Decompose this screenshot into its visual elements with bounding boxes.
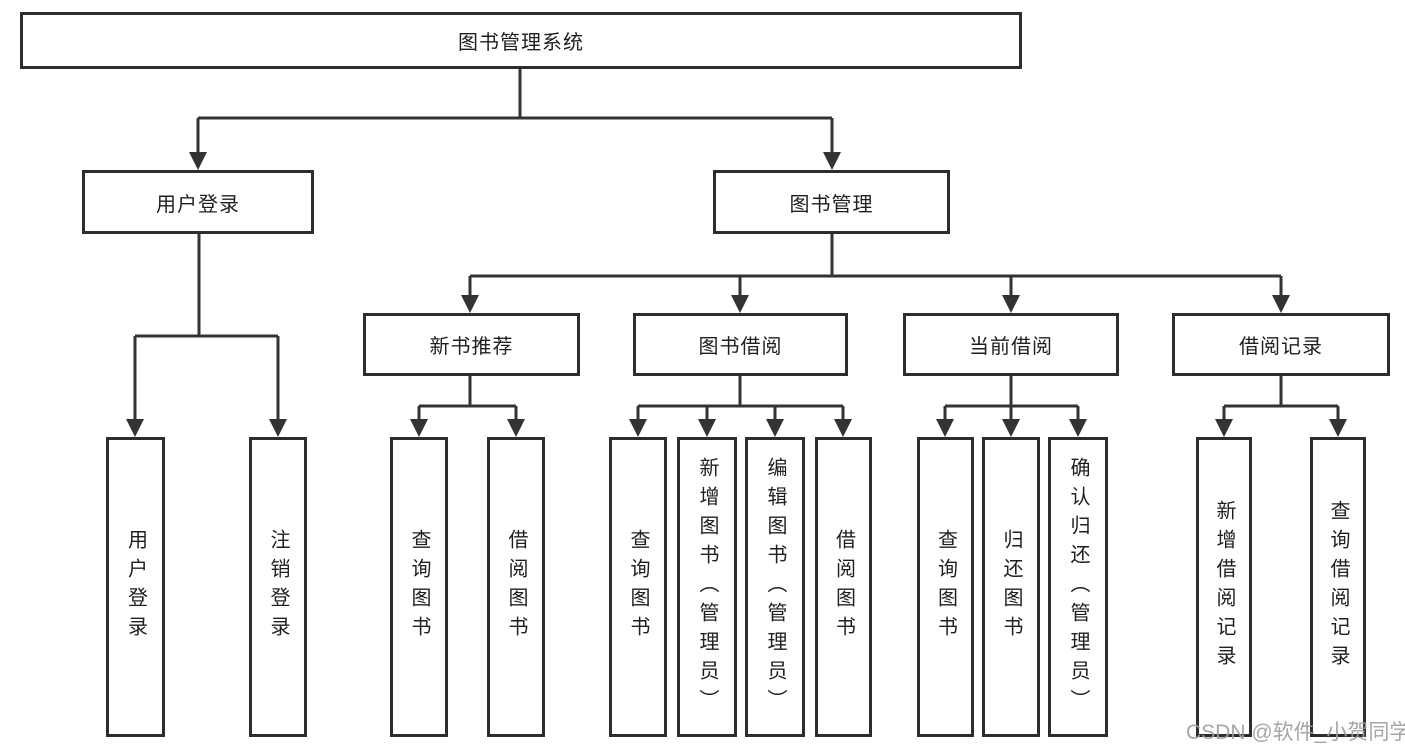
leaf-query-books-current: 查询图书: [917, 437, 974, 737]
leaf-borrow-books-borrowing: 借阅图书: [815, 437, 872, 737]
leaf-user-login: 用户登录: [106, 437, 165, 737]
leaf-label: 确认归还（管理员）: [1067, 456, 1089, 718]
leaf-label: 新增借阅记录: [1213, 500, 1235, 674]
leaf-label: 查询图书: [934, 529, 957, 645]
node-label: 图书管理: [789, 193, 874, 216]
leaf-borrow-books-recommend: 借阅图书: [487, 437, 545, 737]
leaf-return-books: 归还图书: [982, 437, 1040, 737]
leaf-label: 注销登录: [267, 529, 289, 645]
leaf-label: 查询图书: [627, 529, 649, 645]
leaf-label: 借阅图书: [832, 529, 855, 645]
node-label: 新书推荐: [429, 336, 514, 358]
leaf-edit-books-admin: 编辑图书（管理员）: [745, 437, 805, 737]
leaf-query-books-recommend: 查询图书: [390, 437, 448, 737]
watermark: CSDN @软件_小贺同学: [1186, 721, 1405, 744]
leaf-label: 查询图书: [408, 529, 430, 645]
node-label: 图书管理系统: [458, 32, 584, 54]
leaf-label: 新增图书（管理员）: [696, 456, 718, 718]
node-book-management: 图书管理: [713, 170, 950, 234]
leaf-label: 查询借阅记录: [1327, 500, 1349, 674]
node-user-login: 用户登录: [82, 170, 314, 234]
leaf-label: 归还图书: [1000, 529, 1022, 645]
leaf-query-books-borrowing: 查询图书: [609, 437, 667, 737]
node-new-book-recommendation: 新书推荐: [363, 313, 580, 376]
node-current-borrowing: 当前借阅: [903, 313, 1119, 376]
leaf-logout: 注销登录: [249, 437, 307, 737]
leaf-query-borrow-record: 查询借阅记录: [1310, 437, 1366, 737]
node-label: 当前借阅: [969, 336, 1053, 358]
leaf-label: 用户登录: [124, 529, 147, 645]
leaf-add-books-admin: 新增图书（管理员）: [677, 437, 737, 737]
node-book-borrowing: 图书借阅: [633, 313, 848, 376]
node-book-management-system: 图书管理系统: [20, 12, 1022, 69]
leaf-confirm-return-admin: 确认归还（管理员）: [1048, 437, 1108, 737]
leaf-label: 借阅图书: [505, 529, 527, 645]
node-borrowing-records: 借阅记录: [1172, 313, 1390, 376]
node-label: 借阅记录: [1239, 336, 1323, 358]
node-label: 用户登录: [156, 193, 240, 216]
leaf-add-borrow-record: 新增借阅记录: [1196, 437, 1252, 737]
node-label: 图书借阅: [698, 336, 783, 358]
leaf-label: 编辑图书（管理员）: [764, 456, 786, 718]
